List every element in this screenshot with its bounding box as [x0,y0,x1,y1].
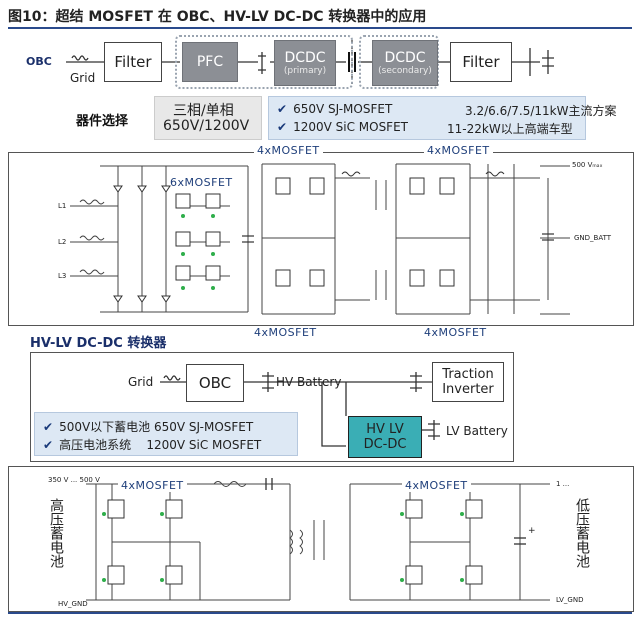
hvlv-note-2-text: 高压电池系统 1200V SiC MOSFET [59,438,262,452]
dcdc-primary-block: DCDC (primary) [274,40,336,86]
device-notes-box: ✔ 650V SJ-MOSFET 3.2/6.6/7.5/11kW主流方案 ✔ 12… [268,96,616,140]
inverter-label: Inverter [442,382,494,397]
dcdc-secondary-block: DCDC (secondary) [372,40,438,86]
hvlv-dcdc-block: HV LV DC-DC [348,416,422,458]
hvlv-note-1: ✔ 500V以下蓄电池 650V SJ-MOSFET [43,418,253,435]
pfc-block: PFC [182,42,238,82]
hvlv-section-label: HV-LV DC-DC 转换器 [30,336,167,351]
hvlv-note-1-text: 500V以下蓄电池 650V SJ-MOSFET [59,420,254,434]
l3-label: L3 [58,272,67,280]
grid-label: Grid [70,71,96,85]
filter-right-label: Filter [462,53,500,71]
filter-left-block: Filter [104,42,162,82]
hvlv-note-2: ✔ 高压电池系统 1200V SiC MOSFET [43,436,261,453]
hv-battery-label: HV Battery [276,375,342,389]
device-note-1a: 650V SJ-MOSFET [293,102,393,116]
dcdc-primary-sub: (primary) [283,66,327,76]
filter-left-label: Filter [114,53,152,71]
filter-right-block: Filter [450,42,512,82]
device-note-1: ✔ 650V SJ-MOSFET [277,102,392,116]
hvlv-dcdc-label-2: DC-DC [363,437,407,452]
device-select-label: 器件选择 [76,114,129,129]
mos-left: 4xMOSFET [118,479,187,492]
out-pos-label: 500 Vₘₐₓ [572,161,603,169]
mos-top-left: 4xMOSFET [254,144,323,157]
check-icon: ✔ [43,438,54,452]
device-note-2: ✔ 1200V SiC MOSFET [277,120,408,134]
pfc-label: PFC [196,54,224,70]
lv-gnd-label: LV_GND [556,596,584,604]
vout-label: 1 ... [556,480,570,488]
mos-bot-right: 4xMOSFET [424,326,487,339]
dcdc-secondary-label: DCDC [384,50,426,66]
dcdc-primary-label: DCDC [284,50,326,66]
mos-bot-left: 4xMOSFET [254,326,317,339]
device-note-2b: 11-22kW以上高端车型 [447,122,573,136]
cap-plus-label: + [528,526,536,536]
mos-right: 4xMOSFET [402,479,471,492]
hvlv-grid-label: Grid [128,375,154,389]
lv-battery-label: LV Battery [446,424,508,438]
check-icon: ✔ [277,102,288,116]
vin-label: 350 V ... 500 V [48,476,100,484]
device-note-1b: 3.2/6.6/7.5/11kW主流方案 [465,104,617,118]
traction-label: Traction [442,367,494,382]
obc-label: OBC [26,55,52,68]
hvlv-dcdc-label-1: HV LV [366,422,404,437]
l1-label: L1 [58,202,67,210]
bottom-rule [8,612,632,614]
hv-side-label: 高压蓄电池 [48,498,64,568]
hvlv-notes-box: ✔ 500V以下蓄电池 650V SJ-MOSFET ✔ 高压电池系统 1200V … [34,412,298,456]
voltage-text: 650V/1200V [163,118,250,134]
traction-inverter-block: Traction Inverter [432,362,504,402]
phase-voltage-box: 三相/单相 650V/1200V [154,96,262,140]
dcdc-secondary-sub: (secondary) [378,66,432,76]
phase-text: 三相/单相 [173,103,234,119]
mos-pfc: 6xMOSFET [170,176,233,189]
device-note-2a: 1200V SiC MOSFET [293,120,408,134]
check-icon: ✔ [277,120,288,134]
check-icon: ✔ [43,420,54,434]
l2-label: L2 [58,238,67,246]
title-rule [8,27,632,29]
hvlv-obc-label: OBC [198,374,232,392]
figure-title: 图10：超结 MOSFET 在 OBC、HV-LV DC-DC 转换器中的应用 [8,9,427,25]
hv-gnd-label: HV_GND [58,600,88,608]
mos-top-right: 4xMOSFET [424,144,493,157]
lv-side-label: 低压蓄电池 [574,498,590,568]
hvlv-obc-block: OBC [186,364,244,402]
out-gnd-label: GND_BATT [574,234,612,242]
